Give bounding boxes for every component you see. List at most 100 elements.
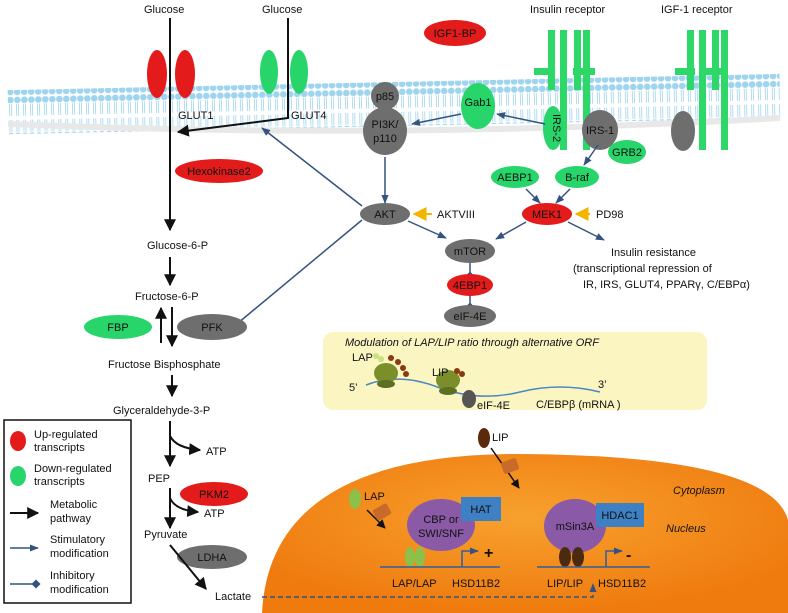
aebp1-node — [491, 166, 539, 188]
cytoplasm-label: Cytoplasm — [673, 485, 725, 497]
lap-lap-label: LAP/LAP — [392, 578, 437, 590]
irs2-node — [543, 106, 563, 150]
translation-eif4e-label: eIF-4E — [477, 400, 510, 412]
legend-down-line2: transcripts — [34, 476, 85, 488]
nucleus — [262, 454, 788, 613]
irs1-to-braf-arrow — [583, 144, 599, 166]
msin3a-label: mSin3A — [556, 521, 595, 533]
translation-lip-label: LIP — [432, 367, 449, 379]
akt-to-glut4-arrow — [261, 127, 363, 207]
irs1-label: IRS-1 — [586, 125, 614, 137]
p85-node — [371, 82, 399, 110]
atp1-arrow — [169, 435, 202, 456]
hexokinase2-label: Hexokinase2 — [187, 166, 251, 178]
gab1-to-pi3k-arrow — [411, 113, 462, 126]
gab1-node — [461, 83, 495, 129]
glyceraldehyde-label: Glyceraldehyde-3-P — [113, 405, 210, 417]
translation-box — [323, 332, 707, 410]
fructose-bp-label: Fructose Bisphosphate — [108, 359, 221, 371]
pfk-node — [177, 314, 247, 340]
glucose-left-label: Glucose — [144, 4, 184, 16]
ldha-label: LDHA — [197, 552, 227, 564]
igf1-receptor-label: IGF-1 receptor — [661, 4, 733, 16]
lip-free-label: LIP — [492, 432, 509, 444]
eif4e-label: eIF-4E — [453, 311, 486, 323]
igf1-adaptor-node — [671, 111, 695, 151]
pi3k-label: PI3K/ — [372, 119, 400, 131]
legend: Up-regulated transcripts Down-regulated … — [3, 419, 132, 604]
legend-inhibitory-line2: modification — [50, 584, 109, 596]
pfk-label: PFK — [201, 322, 223, 334]
legend-metabolic-line2: pathway — [50, 513, 91, 525]
translation-box-title: Modulation of LAP/LIP ratio through alte… — [345, 337, 600, 349]
ldha-node — [177, 545, 247, 569]
lip-dimer — [572, 547, 584, 567]
hsd-repressed-label: HSD11B2 — [598, 578, 646, 590]
pd98-label: PD98 — [596, 209, 624, 221]
legend-up-swatch — [10, 431, 26, 451]
eif4e-node — [444, 305, 496, 327]
akt-label: AKT — [374, 209, 396, 221]
4ebp1-node — [447, 274, 493, 296]
translation-lap-label: LAP — [352, 352, 373, 364]
legend-up-line1: Up-regulated — [34, 429, 98, 441]
swi-label: SWI/SNF — [418, 528, 464, 540]
three-prime-label: 3’ — [598, 379, 607, 391]
insulin-resistance-label: Insulin resistance — [611, 247, 696, 259]
mek1-node — [522, 203, 572, 225]
insulin-receptor — [534, 30, 595, 150]
eif4e-on-mrna — [462, 390, 476, 408]
glut1-transporter — [147, 50, 167, 98]
minus-sign: - — [626, 547, 631, 564]
hdac1-label: HDAC1 — [601, 510, 638, 522]
atp2-arrow — [169, 497, 200, 518]
irs1-node — [582, 110, 618, 150]
glut1-transporter — [175, 50, 195, 98]
nuclear-pore — [500, 458, 520, 474]
glucose-right-label: Glucose — [262, 4, 302, 16]
hat-box — [461, 497, 501, 521]
irs2-to-gab1-arrow — [496, 112, 546, 125]
cbp-complex — [407, 499, 475, 551]
plus-sign: + — [484, 545, 493, 562]
pyruvate-label: Pyruvate — [144, 529, 187, 541]
legend-down-line1: Down-regulated — [34, 463, 112, 475]
braf-label: B-raf — [565, 172, 590, 184]
atp2-label: ATP — [204, 508, 225, 520]
braf-node — [555, 166, 599, 188]
lip-lip-label: LIP/LIP — [547, 578, 583, 590]
lap-dimer — [405, 547, 415, 567]
mek1-to-insulin-resistance-arrow — [567, 221, 605, 241]
grb2-label: GRB2 — [612, 147, 642, 159]
mek1-label: MEK1 — [532, 209, 562, 221]
transcription-start-repression — [605, 547, 623, 567]
glut4-transporter — [290, 50, 308, 94]
p85-label: p85 — [376, 91, 394, 103]
mrna-strand — [365, 378, 601, 397]
lap-dimer — [415, 547, 425, 567]
fbp-label: FBP — [107, 322, 128, 334]
ribosome-lap — [373, 353, 409, 388]
akt-node — [360, 203, 410, 225]
five-prime-label: 5’ — [349, 382, 358, 394]
mek1-to-mtor-arrow — [495, 221, 527, 240]
legend-up-line2: transcripts — [34, 442, 85, 454]
pyruvate-to-lactate-arrow — [169, 544, 207, 590]
legend-stimulatory-line2: modification — [50, 548, 109, 560]
p110-label: p110 — [373, 133, 397, 145]
gab1-label: Gab1 — [465, 97, 492, 109]
aktviii-label: AKTVIII — [437, 209, 475, 221]
mtor-node — [445, 239, 495, 263]
pkm2-node — [180, 482, 248, 506]
hat-label: HAT — [470, 504, 491, 516]
legend-inhibitory-line1: Inhibitory — [50, 570, 95, 582]
fbp-node — [84, 315, 152, 339]
pkm2-label: PKM2 — [199, 489, 229, 501]
msin3a-complex — [544, 499, 606, 553]
lactate-to-hsd-dashed-arrow — [262, 583, 597, 598]
aebp1-label: AEBP1 — [497, 172, 532, 184]
braf-to-mek1-arrow — [555, 188, 571, 204]
atp1-label: ATP — [206, 446, 227, 458]
pep-label: PEP — [148, 473, 170, 485]
